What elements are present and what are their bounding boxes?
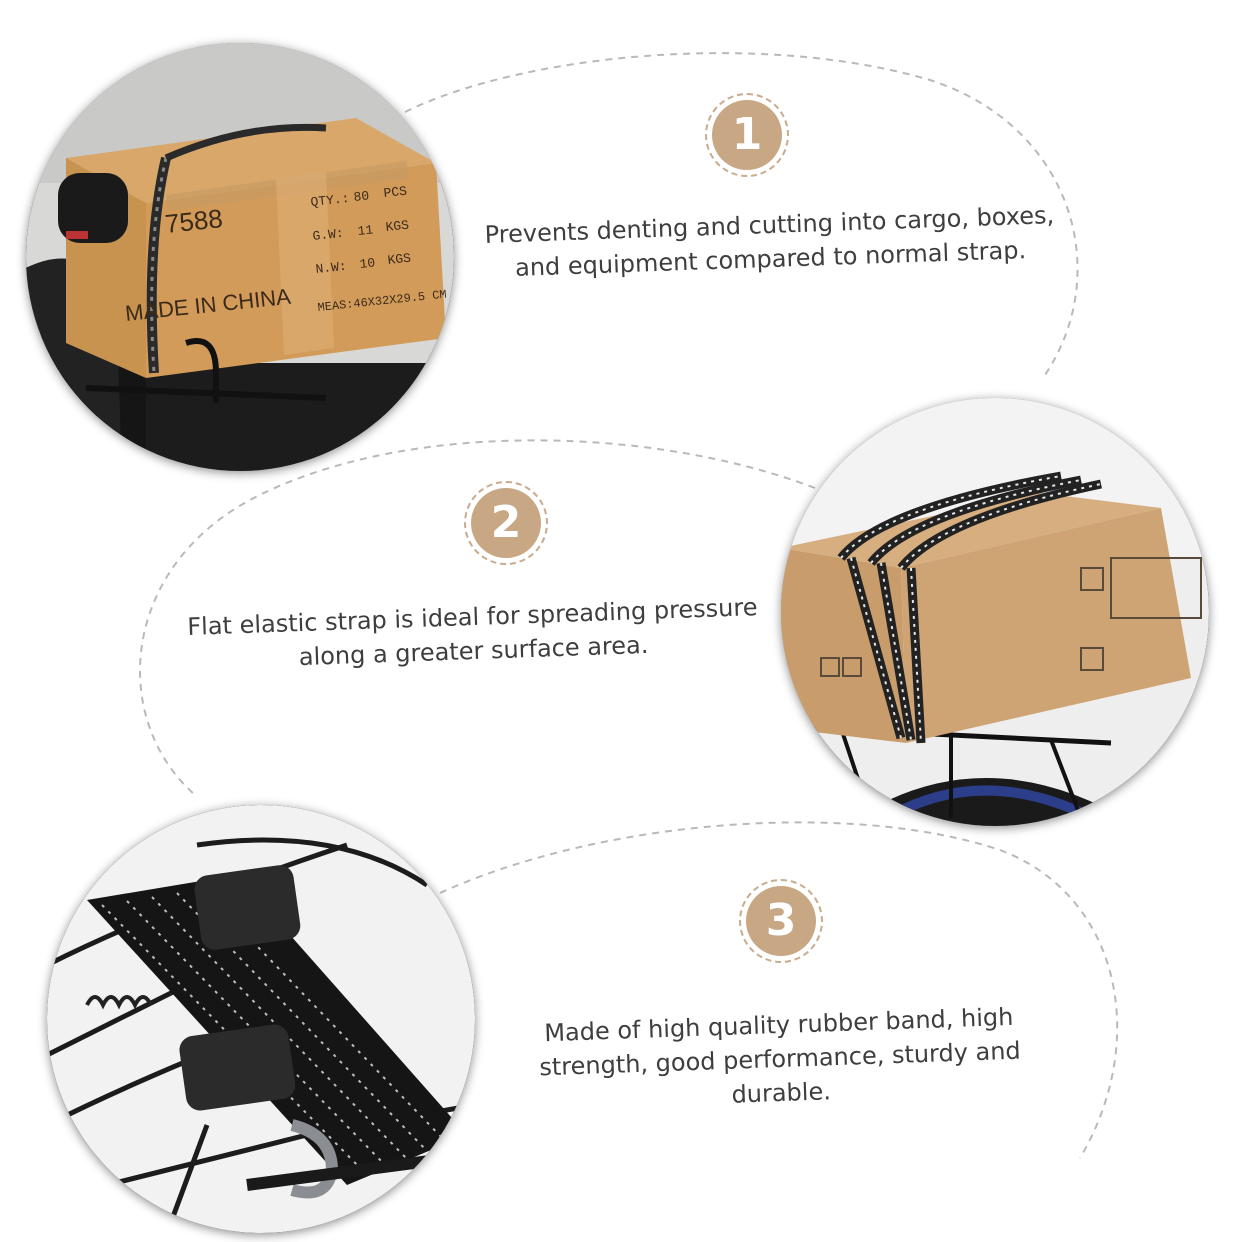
box-nw-label: N.W: (315, 259, 348, 277)
feature-3-caption: Made of high quality rubber band, high s… (503, 998, 1056, 1119)
photo-strapped-box-art (781, 398, 1209, 826)
feature-2-badge: 2 (464, 481, 548, 565)
feature-1-badge: 1 (705, 93, 789, 177)
photo-strap-closeup-art (47, 805, 475, 1233)
dashed-outline-1 (404, 52, 1079, 376)
feature-1-number: 1 (712, 100, 782, 170)
photo-strapped-box (781, 398, 1209, 826)
feature-2-number: 2 (471, 488, 541, 558)
box-gw-value: 11 (357, 222, 374, 239)
box-code-text: 7588 (163, 203, 224, 239)
dashed-outline-3 (439, 821, 1119, 1159)
photo-box-on-rack-art: 7588 QTY.: 80 PCS G.W: 11 KGS N.W: 10 KG… (26, 43, 454, 471)
box-gw-unit: KGS (385, 218, 410, 235)
photo-box-on-rack: 7588 QTY.: 80 PCS G.W: 11 KGS N.W: 10 KG… (26, 43, 454, 471)
box-nw-unit: KGS (387, 251, 412, 268)
box-qty-unit: PCS (383, 184, 408, 201)
box-qty-label: QTY.: (310, 191, 350, 210)
box-gw-label: G.W: (312, 226, 345, 244)
photo-strap-closeup (47, 805, 475, 1233)
box-nw-value: 10 (359, 255, 376, 272)
box-qty-value: 80 (353, 188, 370, 205)
feature-3-badge: 3 (739, 879, 823, 963)
feature-3-number: 3 (746, 886, 816, 956)
